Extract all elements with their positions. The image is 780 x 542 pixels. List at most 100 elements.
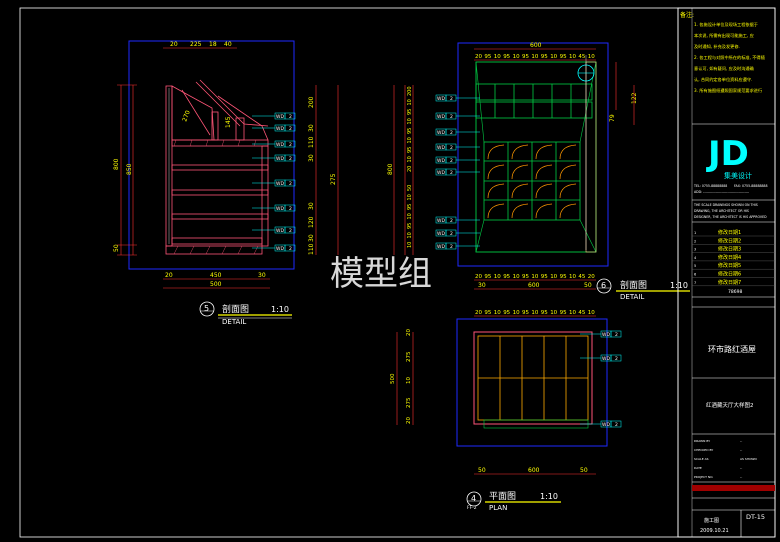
field-value: -- xyxy=(740,439,742,443)
dim-s6-btotal-30: 30 xyxy=(478,282,486,289)
title-block: 备注: 1. 各施设计单位及现场工程依据于 本次说, 所需有出现可能施工, 应 … xyxy=(677,7,776,538)
s6-tag-box xyxy=(445,128,457,136)
tag-num: 2 xyxy=(450,244,453,250)
tag-label: WD xyxy=(276,206,284,212)
dim-s6-top-10: 10 xyxy=(569,54,576,60)
tag-num: 2 xyxy=(289,126,292,132)
company-line: TEL: 0755-88888888 xyxy=(693,184,727,188)
drawing-name: 红酒藏天厅大样图2 xyxy=(706,401,754,409)
drawing-number: DT-15 xyxy=(746,513,765,521)
dim-s6-left-1: 10 xyxy=(407,99,413,105)
dim-s6-top-7: 95 xyxy=(541,54,548,60)
tag-num: 2 xyxy=(289,142,292,148)
dim-s6-bottom-5: 95 xyxy=(522,274,529,280)
dim-s6-right-122: 122 xyxy=(631,92,638,104)
tag-num: 2 xyxy=(615,356,618,362)
section-6-subtitle: DETAIL xyxy=(620,293,644,301)
tag-label: WD xyxy=(437,170,445,176)
revision-mark: 6 xyxy=(694,273,696,277)
dim-s6-bottom-3: 95 xyxy=(503,274,510,280)
dim-s6-right-79: 79 xyxy=(609,114,616,122)
dim-s6-bottom-12: 20 xyxy=(588,274,595,280)
section-6-frame xyxy=(457,42,609,267)
watermark: 模型组 xyxy=(330,254,432,294)
tag-num: 2 xyxy=(450,170,453,176)
tag-label: WD xyxy=(276,246,284,252)
dim-s5-right-3: 110 xyxy=(308,136,315,148)
s6-tag-box xyxy=(445,216,457,224)
revision-mark: 4 xyxy=(694,256,697,260)
field-value: AS SHOWN xyxy=(740,457,757,461)
dim-s5-bottom-450: 450 xyxy=(210,272,222,279)
dim-p4-top-8: 10 xyxy=(550,310,557,316)
revision-row: 修改日期3 xyxy=(718,246,741,253)
note-line: 认, 合同约定各单位资料应遵守. xyxy=(694,76,752,83)
plan-4-scale: 1:10 xyxy=(540,492,558,501)
tag-label: WD xyxy=(437,96,445,102)
dim-s6-top-2: 10 xyxy=(494,54,501,60)
tag-num: 2 xyxy=(450,130,453,136)
tag-label: WD xyxy=(437,130,445,136)
dim-s6-top-3: 95 xyxy=(503,54,510,60)
revision-mark: 3 xyxy=(694,248,696,252)
notes-title: 备注: xyxy=(680,11,694,19)
revision-row: 修改日期5 xyxy=(718,262,741,269)
tag-label: WD xyxy=(276,181,284,187)
section-6-scale: 1:10 xyxy=(670,281,688,290)
s6-tag-box xyxy=(445,229,457,237)
s5-tag-1: WD 2 xyxy=(252,112,296,120)
dim-s6-top-11: 45 xyxy=(578,54,585,60)
field-label: DRAWN BY xyxy=(694,439,710,443)
section-cut-marker xyxy=(577,55,595,250)
dim-s6-bottom-4: 10 xyxy=(513,274,520,280)
dim-p4-top-7: 95 xyxy=(541,310,548,316)
dim-s5-top-2: 225 xyxy=(190,41,202,48)
tag-label: WD xyxy=(437,114,445,120)
revision-code: 78698 xyxy=(728,289,742,295)
dim-s6-bottom-6: 10 xyxy=(531,274,538,280)
dim-s6-left-12: 95 xyxy=(407,204,413,210)
field-label: SCALE AS xyxy=(694,457,709,461)
dim-s5-bottom-500: 500 xyxy=(210,281,222,288)
tag-num: 2 xyxy=(615,422,618,428)
tag-label: WD xyxy=(437,244,445,250)
dim-s6-top-6: 10 xyxy=(531,54,538,60)
dim-p4-top-5: 95 xyxy=(522,310,529,316)
plan-4-label: 4 FF-2 平面图 PLAN 1:10 xyxy=(466,491,561,512)
dim-s6-bottom-2: 10 xyxy=(494,274,501,280)
section-5-drawing: 20 225 18 40 800 50 850 xyxy=(113,40,339,326)
dim-s6-left-15: 10 xyxy=(407,232,413,238)
dim-s6-left-13: 10 xyxy=(407,213,413,219)
dim-p4-top-6: 10 xyxy=(531,310,538,316)
revision-row: 修改日期4 xyxy=(718,254,741,261)
dim-s6-total: 600 xyxy=(530,42,542,49)
tag-label: WD xyxy=(437,231,445,237)
dim-p4-top-3: 95 xyxy=(503,310,510,316)
dim-s5-right-7: 120 xyxy=(308,216,315,228)
tag-num: 2 xyxy=(289,114,292,120)
dim-s5-bottom-20: 20 xyxy=(165,272,173,279)
dim-s6-left-10: 50 xyxy=(407,185,413,191)
section-6-label: 6 剖面图 DETAIL 1:10 xyxy=(596,278,690,301)
notice-line: DESIGNER, THE ARCHITECT IS HIS APPROVED xyxy=(694,215,767,219)
section-5-number: 5 xyxy=(204,304,209,313)
dim-s5-left-50: 50 xyxy=(113,244,120,252)
dim-s6-left-800: 800 xyxy=(387,163,394,175)
dim-p4-top-0: 20 xyxy=(475,310,482,316)
tag-num: 2 xyxy=(289,156,292,162)
tag-num: 2 xyxy=(450,158,453,164)
revision-row: 修改日期7 xyxy=(718,279,741,286)
section-5-scale: 1:10 xyxy=(271,305,289,314)
tag-label: WD xyxy=(602,422,610,428)
note-line: 意认可, 如有疑问, 应及时沟通确 xyxy=(694,65,754,72)
logo-text: JD xyxy=(706,134,749,174)
tag-num: 2 xyxy=(615,332,618,338)
dim-s6-top-1: 95 xyxy=(484,54,491,60)
company-name: 集美设计 xyxy=(724,171,752,180)
dim-s6-bottom-7: 95 xyxy=(541,274,548,280)
dim-p4-left-2: 275 xyxy=(406,351,412,362)
notice-line: THE SCALE DRAWINGS SHOWN ON THIS xyxy=(693,203,758,207)
dim-s5-right-9: 110 xyxy=(308,243,315,255)
section-5-title: 剖面图 xyxy=(222,303,249,315)
